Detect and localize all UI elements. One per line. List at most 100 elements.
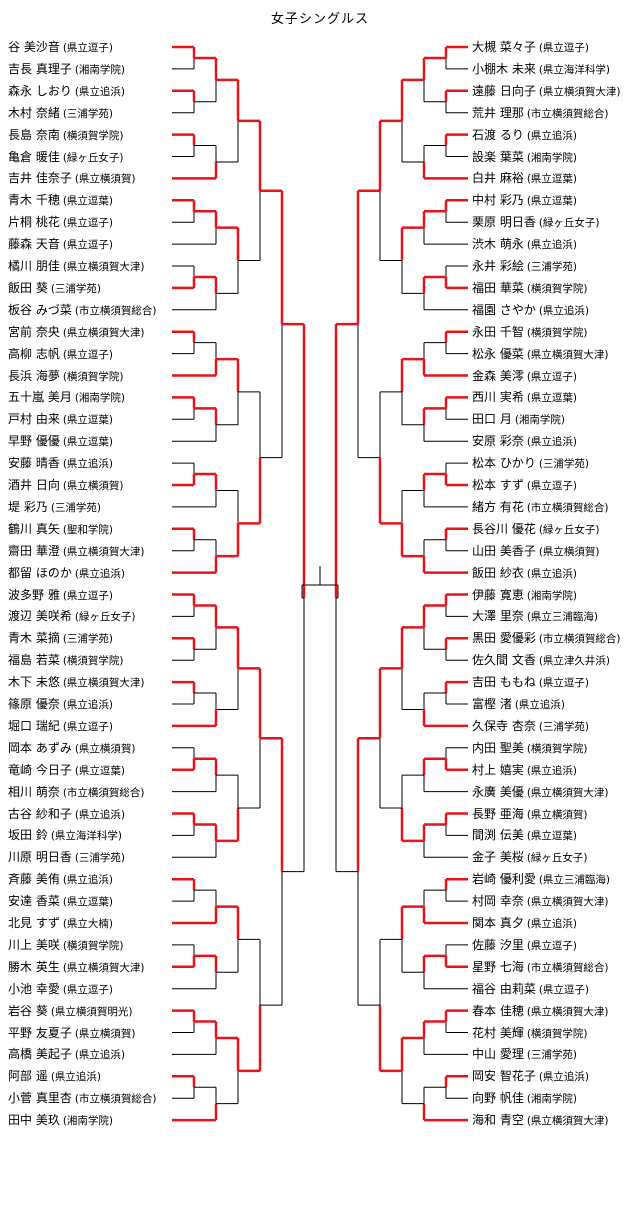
player-school: (緑ヶ丘女子) [538,523,600,536]
left-player-row: 福島 若菜(横須賀学院) [8,650,176,670]
left-player-row: 竜崎 今日子(県立逗葉) [8,760,176,780]
player-name: 古谷 紗和子 [8,806,72,821]
left-player-row: 酒井 日向(県立横須賀) [8,475,176,495]
player-school: (県立逗子) [538,677,590,690]
player-school: (緑ヶ丘女子) [526,852,588,865]
player-school: (県立逗葉) [62,195,114,208]
player-school: (三浦学苑) [74,852,126,865]
left-player-row: 長浜 海夢(横須賀学院) [8,366,176,386]
right-player-row: 永廣 美優(県立横須賀大津) [472,782,636,802]
player-name: 五十嵐 美月 [8,390,72,405]
right-player-row: 福園 さやか(県立追浜) [472,300,636,320]
player-name: 吉田 ももね [472,675,536,690]
player-name: 早野 優優 [8,434,60,449]
right-player-row: 中村 彩乃(県立逗葉) [472,190,636,210]
player-school: (県立横須賀) [74,173,136,186]
player-school: (市立横須賀総合) [526,501,609,514]
player-school: (県立逗子) [538,42,590,54]
player-school: (三浦学苑) [50,501,102,514]
player-name: 福島 若菜 [8,653,60,668]
right-player-row: 田口 月(湘南学院) [472,409,636,429]
player-school: (横須賀学院) [526,326,588,339]
left-player-row: 森永 しおり(県立追浜) [8,81,176,101]
left-player-row: 飯田 葵(三浦学苑) [8,278,176,298]
right-player-row: 久保寺 杏奈(三浦学苑) [472,716,636,736]
player-name: 福園 さやか [472,302,536,317]
player-name: 小菅 真里杏 [8,1091,72,1106]
player-name: 松本 すず [472,478,524,492]
player-school: (県立追浜) [526,239,578,252]
left-player-row: 波多野 雅(県立逗子) [8,585,176,605]
right-player-row: 関本 真夕(県立追浜) [472,913,636,933]
right-player-row: 吉田 ももね(県立逗子) [472,672,636,692]
player-name: 富樫 渚 [472,697,512,711]
player-name: 川上 美咲 [8,937,60,952]
player-school: (県立追浜) [538,1071,590,1084]
player-name: 渋木 萌永 [472,237,524,252]
player-name: 緒方 有花 [472,499,524,514]
player-school: (県立逗子) [526,939,578,952]
player-school: (県立横須賀大津) [62,545,145,558]
player-name: 堤 彩乃 [8,499,48,514]
player-name: 間渕 伝美 [472,828,524,843]
right-player-row: 松本 すず(県立逗子) [472,475,636,495]
left-player-row: 坂田 鈴(県立海洋科学) [8,825,176,845]
player-school: (県立横須賀大津) [526,348,609,361]
left-player-row: 高橋 美起子(県立追浜) [8,1044,176,1064]
right-player-row: 長野 亜海(県立横須賀) [472,804,636,824]
player-school: (湘南学院) [74,392,126,405]
player-name: 安藤 晴香 [8,456,60,471]
left-player-row: 早野 優優(県立逗葉) [8,431,176,451]
player-school: (県立追浜) [62,458,114,471]
player-school: (県立横須賀大津) [62,326,145,339]
right-player-row: 石渡 るり(県立追浜) [472,125,636,145]
right-player-row: 伊藤 寛恵(湘南学院) [472,585,636,605]
player-name: 平野 友夏子 [8,1025,72,1040]
player-school: (県立逗子) [62,239,114,252]
right-player-row: 松永 優菜(県立横須賀大津) [472,344,636,364]
player-school: (市立横須賀総合) [526,961,609,974]
left-player-row: 渡辺 美咲希(緑ヶ丘女子) [8,606,176,626]
left-player-row: 岩谷 葵(県立横須賀明光) [8,1001,176,1021]
left-player-row: 板谷 みづ菜(市立横須賀総合) [8,300,176,320]
player-name: 安達 香菜 [8,894,60,909]
right-player-row: 栗原 明日香(緑ヶ丘女子) [472,212,636,232]
player-school: (県立逗子) [526,480,578,492]
player-name: 福谷 由莉菜 [472,981,536,996]
left-player-row: 長島 奈南(横須賀学院) [8,125,176,145]
player-school: (県立大楠) [62,918,114,930]
player-name: 青木 菜摘 [8,631,60,646]
left-player-row: 篠原 優奈(県立追浜) [8,694,176,714]
player-name: 中村 彩乃 [472,193,524,208]
player-school: (三浦学苑) [62,633,114,646]
player-school: (湘南学院) [526,589,578,602]
player-name: 田口 月 [472,412,512,427]
player-school: (県立三浦臨海) [526,611,599,624]
left-player-row: 五十嵐 美月(湘南学院) [8,387,176,407]
right-player-row: 岩崎 優利愛(県立三浦臨海) [472,869,636,889]
right-player-row: 海和 青空(県立横須賀大津) [472,1110,636,1130]
player-name: 戸村 由来 [8,412,60,427]
left-player-row: 青木 千穂(県立逗葉) [8,190,176,210]
left-player-row: 堀口 瑞紀(県立逗子) [8,716,176,736]
player-school: (県立追浜) [62,699,114,711]
player-name: 永田 千智 [472,324,524,339]
player-school: (県立逗葉) [526,392,578,405]
left-player-row: 木村 奈緒(三浦学苑) [8,103,176,123]
player-school: (県立横須賀大津) [62,677,145,690]
player-school: (県立横須賀大津) [526,786,609,799]
right-player-row: 佐藤 汐里(県立逗子) [472,935,636,955]
player-school: (湘南学院) [526,151,578,164]
player-name: 鶴川 真矢 [8,521,60,536]
player-name: 長谷川 優花 [472,521,536,536]
player-school: (緑ヶ丘女子) [538,217,600,230]
player-school: (横須賀学院) [62,655,124,668]
player-school: (横須賀学院) [526,1027,588,1040]
player-school: (県立追浜) [538,304,590,317]
left-player-row: 岡本 あずみ(県立横須賀) [8,738,176,758]
left-player-row: 藤森 天音(県立逗子) [8,234,176,254]
player-name: 福田 華菜 [472,280,524,295]
player-name: 中山 愛理 [472,1047,524,1062]
player-school: (県立追浜) [74,567,126,580]
